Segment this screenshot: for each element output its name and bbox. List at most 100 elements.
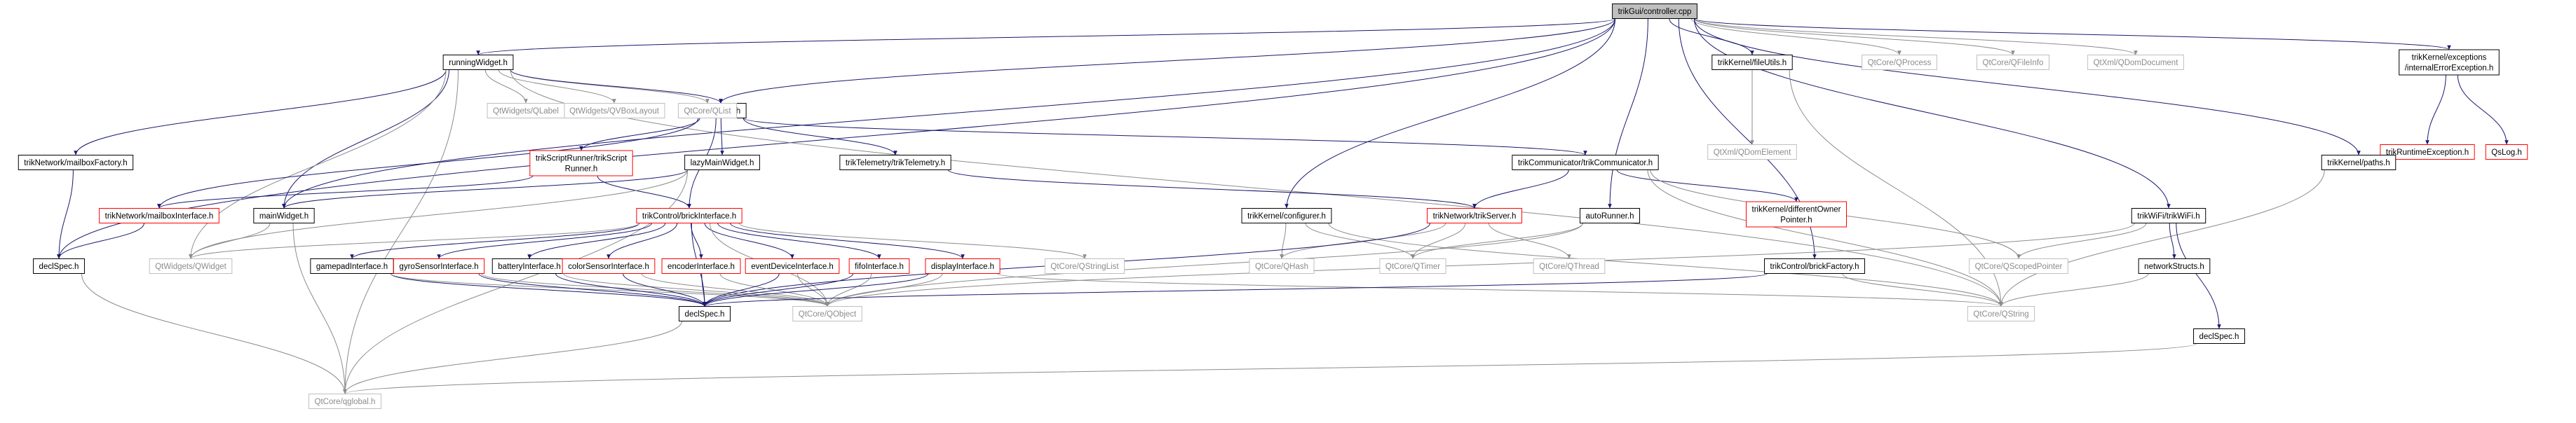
node-trikWiFi[interactable]: trikWiFi/trikWiFi.h <box>2131 208 2206 223</box>
node-box <box>1612 4 1697 19</box>
node-label: mainWidget.h <box>259 212 309 221</box>
edge-mailboxFactory-to-declSpec1 <box>57 169 74 259</box>
edge-autoRunner-to-qtimer <box>1411 223 1583 259</box>
node-label: trikNetwork/trikServer.h <box>1433 212 1517 221</box>
node-label: QtXml/QDomDocument <box>2094 59 2179 67</box>
node-brickInterface[interactable]: trikControl/brickInterface.h <box>636 208 743 223</box>
edge-root-to-qdomdocument <box>1693 18 2138 55</box>
node-box <box>562 258 656 274</box>
edge-root-to-controller <box>719 18 1616 104</box>
edge-root-to-internalError <box>1693 18 2451 50</box>
node-mailboxInterface[interactable]: trikNetwork/mailboxInterface.h <box>99 208 219 223</box>
edge-internalError-to-runtimeException <box>2425 74 2446 145</box>
node-gyro[interactable]: gyroSensorInterface.h <box>393 258 485 274</box>
node-box <box>839 155 951 170</box>
node-qtimer: QtCore/QTimer <box>1379 258 1446 274</box>
node-qglobal: QtCore/qglobal.h <box>309 394 381 409</box>
edge-display-to-declSpec2 <box>703 273 929 307</box>
node-label: trikKernel/fileUtils.h <box>1718 59 1787 67</box>
node-declSpec2[interactable]: declSpec.h <box>679 306 731 321</box>
node-label: QtCore/QHash <box>1255 263 1308 271</box>
edge-autoRunner-to-qobject <box>825 223 1583 307</box>
node-colorSensor[interactable]: colorSensorInterface.h <box>562 258 656 274</box>
node-declSpec1[interactable]: declSpec.h <box>33 258 85 274</box>
node-label: networkStructs.h <box>2144 263 2204 271</box>
node-box <box>1764 258 1865 274</box>
node-autoRunner[interactable]: autoRunner.h <box>1579 208 1641 223</box>
node-label: QtWidgets/QLabel <box>493 107 559 116</box>
node-box <box>792 306 862 321</box>
node-lazyMainWidget[interactable]: lazyMainWidget.h <box>684 155 760 170</box>
node-trikServer[interactable]: trikNetwork/trikServer.h <box>1427 208 1522 223</box>
node-qstringlist: QtCore/QStringList <box>1044 258 1125 274</box>
node-box <box>661 258 741 274</box>
edge-declSpec1-to-qglobal <box>81 273 347 394</box>
node-trikTelemetry[interactable]: trikTelemetry/trikTelemetry.h <box>839 155 951 170</box>
node-box <box>848 258 910 274</box>
node-box <box>2399 49 2500 76</box>
node-label: runningWidget.h <box>449 59 508 67</box>
edge-brickInterface-to-qwidget <box>189 223 640 259</box>
node-fileUtils[interactable]: trikKernel/fileUtils.h <box>1711 55 1793 70</box>
edge-runningWidget-to-qvboxlayout <box>498 69 616 104</box>
node-networkStructs[interactable]: networkStructs.h <box>2138 258 2211 274</box>
edge-root-to-fileUtils <box>1669 18 1754 55</box>
node-label: trikKernel/exceptions <box>2412 54 2487 62</box>
node-box <box>1241 208 1332 223</box>
node-internalError[interactable]: trikKernel/exceptions/internalErrorExcep… <box>2399 49 2500 76</box>
node-qslog[interactable]: QsLog.h <box>2485 144 2528 160</box>
node-box <box>487 103 565 118</box>
node-qfileinfo: QtCore/QFileInfo <box>1977 55 2049 70</box>
edge-scriptRunner-to-brickInterface <box>597 175 691 209</box>
node-eventDevice[interactable]: eventDeviceInterface.h <box>745 258 840 274</box>
node-trikCommunicator[interactable]: trikCommunicator/trikCommunicator.h <box>1512 155 1659 170</box>
node-fifo[interactable]: fifoInterface.h <box>848 258 910 274</box>
edge-root-to-autoRunner <box>1608 18 1648 209</box>
edge-lazyMainWidget-to-mainWidget <box>282 169 689 209</box>
node-gamepad[interactable]: gamepadInterface.h <box>310 258 394 274</box>
node-box <box>745 258 840 274</box>
node-mainWidget[interactable]: mainWidget.h <box>253 208 315 223</box>
edge-lazyMainWidget-to-qglobal <box>343 169 689 394</box>
edge-configurer-to-qhash <box>1280 223 1287 259</box>
edge-brickInterface-to-gyro <box>437 223 652 259</box>
edge-paths-to-qstring <box>1999 169 2325 307</box>
node-encoder[interactable]: encoderInterface.h <box>661 258 741 274</box>
edge-display-to-qstring <box>996 273 2003 307</box>
node-box <box>309 394 381 409</box>
node-battery[interactable]: batteryInterface.h <box>492 258 567 274</box>
edge-scriptRunner-to-mailboxInterface <box>157 175 534 209</box>
node-configurer[interactable]: trikKernel/configurer.h <box>1241 208 1332 223</box>
node-runtimeException[interactable]: trikRuntimeException.h <box>2380 144 2475 160</box>
dependency-nodes: trikGui/controller.cpprunningWidget.hcon… <box>18 4 2528 409</box>
edge-controller-to-mailboxInterface <box>157 118 699 209</box>
edge-gyro-to-declSpec2 <box>478 273 707 307</box>
node-label: displayInterface.h <box>931 263 994 271</box>
node-label: eventDeviceInterface.h <box>751 263 834 271</box>
edge-root-to-qprocess <box>1690 18 1902 55</box>
node-box <box>1044 258 1125 274</box>
node-runningWidget[interactable]: runningWidget.h <box>442 55 514 70</box>
edge-controller-to-trikCommunicator <box>743 118 1587 155</box>
node-box <box>636 208 743 223</box>
node-brickFactory[interactable]: trikControl/brickFactory.h <box>1764 258 1865 274</box>
node-label: trikKernel/paths.h <box>2327 159 2390 167</box>
node-label: QtCore/QList <box>684 107 731 116</box>
node-label: trikControl/brickInterface.h <box>642 212 736 221</box>
node-root[interactable]: trikGui/controller.cpp <box>1612 4 1697 19</box>
node-mailboxFactory[interactable]: trikNetwork/mailboxFactory.h <box>18 155 134 170</box>
node-paths[interactable]: trikKernel/paths.h <box>2321 155 2397 170</box>
node-label: declSpec.h <box>685 310 725 319</box>
edge-internalError-to-qslog <box>2457 74 2509 145</box>
edge-runningWidget-to-qglobal <box>343 69 459 394</box>
node-declSpec3[interactable]: declSpec.h <box>2193 328 2245 344</box>
edge-gamepad-to-declSpec2 <box>390 273 707 307</box>
edge-root-to-mainWidget <box>282 18 1616 209</box>
node-scriptRunner[interactable]: trikScriptRunner/trikScriptRunner.h <box>529 150 633 176</box>
edge-runningWidget-to-qlabel <box>484 69 528 104</box>
node-label: lazyMainWidget.h <box>691 159 754 167</box>
edge-root-to-paths <box>1693 18 2361 155</box>
node-display[interactable]: displayInterface.h <box>925 258 1001 274</box>
node-box <box>2087 55 2184 70</box>
